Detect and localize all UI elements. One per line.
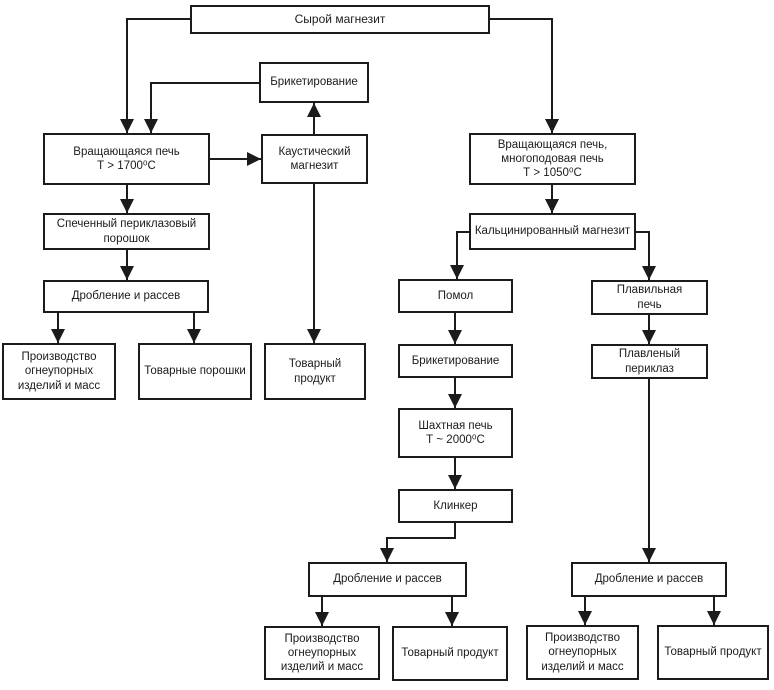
node-shaft-furnace: Шахтная печь Т ~ 2000⁰С [398,408,513,458]
node-rotary-kiln-left: Вращающаяся печь Т > 1700⁰С [43,133,210,185]
node-rotary-multihearth-kiln: Вращающаяся печь, многоподовая печь Т > … [469,133,636,185]
node-commercial-powders: Товарные порошки [138,343,252,400]
node-calcined-magnesite: Кальцинированный магнезит [469,213,636,250]
node-commercial-product-mid: Товарный продукт [392,626,508,681]
edge-calcined-to-grinding [450,231,469,279]
node-briquetting-mid: Брикетирование [398,344,513,378]
node-grinding: Помол [398,279,513,313]
node-refractory-production-right: Производство огнеупорных изделий и масс [526,625,639,680]
node-briquetting-top: Брикетирование [259,62,369,103]
node-refractory-production-mid: Производство огнеупорных изделий и масс [264,626,380,680]
node-raw-magnesite: Сырой магнезит [190,5,490,34]
edge-clinker-to-crushing-mid [380,523,456,562]
node-commercial-product-left: Товарный продукт [264,343,366,400]
node-commercial-product-right: Товарный продукт [657,625,769,680]
edge-raw-to-rotary-right [490,18,559,133]
node-fused-periclase: Плавленый периклаз [591,344,708,379]
edge-briquetting-to-rotary-left [144,82,259,133]
node-crushing-screening-right: Дробление и рассев [571,562,727,597]
node-melting-furnace: Плавильная печь [591,280,708,315]
node-refractory-production-left: Производство огнеупорных изделий и масс [2,343,116,400]
edge-calcined-to-melting-furnace [636,231,656,280]
node-sintered-periclase-powder: Спеченный периклазовый порошок [43,213,210,250]
node-caustic-magnesite: Каустический магнезит [261,134,368,184]
node-crushing-screening-mid: Дробление и рассев [308,562,467,597]
node-crushing-screening-left: Дробление и рассев [43,280,209,313]
edge-raw-to-rotary-left [120,18,190,133]
node-clinker: Клинкер [398,489,513,523]
